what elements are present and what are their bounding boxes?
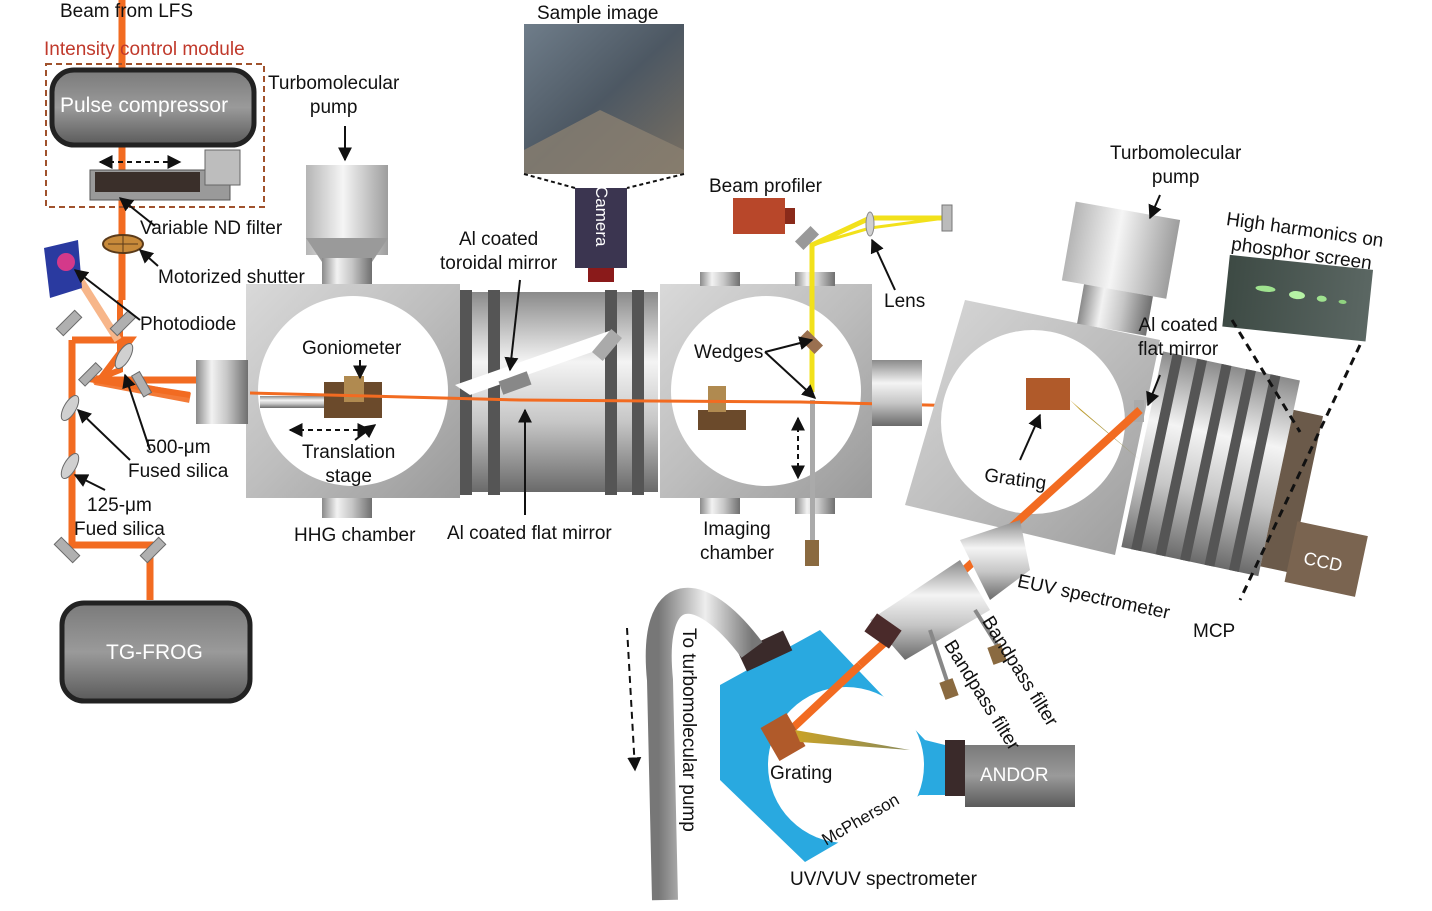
- wedges-label: Wedges: [694, 342, 764, 363]
- variable-nd-filter-label: Variable ND filter: [140, 218, 283, 239]
- al-flat-mirror-2-label: Al coated flat mirror: [1138, 315, 1219, 360]
- mcpherson-spectrometer: [720, 613, 945, 862]
- tg-frog-box: [59, 600, 253, 704]
- hose: [645, 587, 763, 901]
- al-toroidal-mirror-label: Al coated toroidal mirror: [440, 229, 558, 274]
- motorized-shutter-label: Motorized shutter: [158, 267, 305, 288]
- beam-profiler-label: Beam profiler: [709, 176, 822, 197]
- turbo-pump-2-label: Turbomolecular pump: [1110, 143, 1242, 188]
- goniometer-label: Goniometer: [302, 338, 402, 359]
- translation-stage-label: Translation stage: [302, 442, 396, 487]
- photodiode-label: Photodiode: [140, 314, 237, 335]
- bellows: [870, 520, 1030, 660]
- pulse-compressor-label: Pulse compressor: [60, 94, 229, 117]
- ccd-icon: [1284, 521, 1368, 597]
- turbo-pump-1-label: Turbomolecular pump: [268, 73, 400, 118]
- shutter-icon: [102, 234, 144, 254]
- to-turbo-pump-label: To turbomolecular pump: [678, 628, 699, 832]
- uv-vuv-spectrometer-label: UV/VUV spectrometer: [790, 869, 977, 890]
- camera-label: Camera: [592, 186, 611, 247]
- andor-label: ANDOR: [980, 765, 1049, 786]
- lens-label: Lens: [884, 291, 926, 312]
- fused-silica-125-label: 125-μm Fued silica: [74, 495, 165, 540]
- beam-profiler-icon: [733, 198, 795, 234]
- intensity-module-label: Intensity control module: [44, 39, 245, 60]
- fused-silica-500-label: 500-μm Fused silica: [128, 437, 229, 482]
- tg-frog-label: TG-FROG: [106, 641, 203, 664]
- hhg-chamber-label: HHG chamber: [294, 525, 416, 546]
- al-flat-mirror-1-label: Al coated flat mirror: [447, 523, 612, 544]
- grating-uv-label: Grating: [770, 763, 833, 784]
- intensity-control-module-box: [45, 63, 265, 208]
- mirror-chamber: [455, 290, 658, 495]
- mcp-label: MCP: [1193, 621, 1236, 642]
- pointer-arrows: [73, 126, 1162, 515]
- bandpass-filters: [928, 608, 1007, 700]
- sample-image-label: Sample image: [537, 3, 659, 24]
- camera-icon: [575, 188, 627, 282]
- nd-filter-stage: [89, 149, 241, 201]
- hhg-chamber: [196, 165, 460, 518]
- beam-from-lfs-label: Beam from LFS: [60, 1, 194, 22]
- photodiode-icon: [44, 240, 82, 298]
- left-mirrors: [53, 309, 167, 564]
- andor-icon: [945, 740, 1075, 807]
- pulse-compressor-box: [49, 67, 257, 148]
- phosphor-screen: [1222, 254, 1374, 342]
- imaging-chamber-label: Imaging chamber: [700, 519, 774, 564]
